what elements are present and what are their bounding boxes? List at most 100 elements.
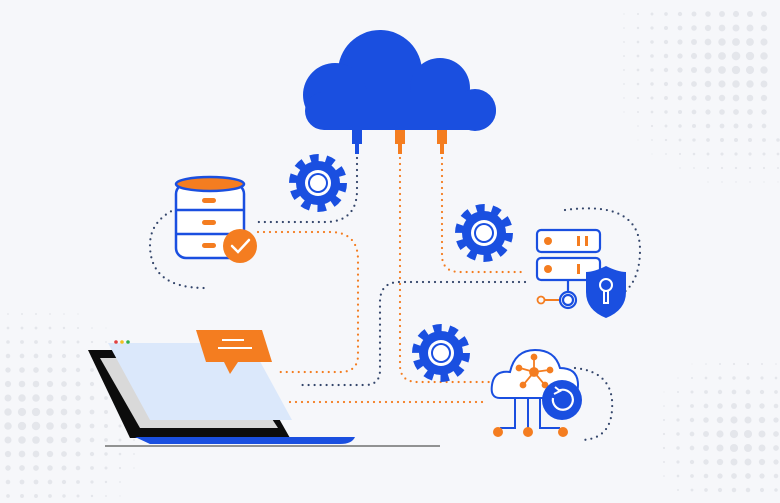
halftone-dot: [32, 436, 40, 444]
halftone-dot: [76, 340, 80, 344]
connector-navy: [256, 156, 359, 224]
halftone-dot: [75, 395, 81, 401]
gear-icon: [289, 154, 347, 212]
halftone-dot: [703, 417, 709, 423]
halftone-dot: [47, 353, 53, 359]
halftone-dot: [637, 139, 639, 141]
halftone-dot: [76, 326, 80, 330]
halftone-dot: [651, 139, 653, 141]
halftone-dot: [704, 488, 708, 492]
connector-navy: [298, 280, 527, 387]
halftone-dot: [90, 466, 94, 470]
connector-orange: [256, 230, 360, 374]
halftone-dot: [746, 80, 754, 88]
halftone-dot: [761, 123, 767, 129]
halftone-dot: [5, 367, 11, 373]
halftone-dot: [62, 326, 66, 330]
halftone-dot: [734, 152, 738, 156]
halftone-dot: [747, 109, 753, 115]
halftone-dot: [758, 430, 766, 438]
halftone-dot: [623, 111, 625, 113]
halftone-dot: [693, 167, 695, 169]
halftone-dot: [746, 38, 754, 46]
halftone-dot: [703, 431, 709, 437]
halftone-dot: [760, 66, 768, 74]
halftone-dot: [4, 450, 12, 458]
halftone-dot: [763, 181, 765, 183]
halftone-dot: [90, 494, 94, 498]
halftone-dot: [4, 436, 12, 444]
halftone-dot: [746, 94, 754, 102]
halftone-dot: [49, 313, 51, 315]
halftone-dot: [105, 495, 107, 497]
halftone-dot: [758, 444, 766, 452]
halftone-dot: [690, 52, 698, 60]
halftone-dot: [91, 327, 93, 329]
halftone-dot: [760, 52, 768, 60]
halftone-dot: [636, 54, 640, 58]
halftone-dot: [61, 479, 67, 485]
halftone-dot: [690, 390, 694, 394]
halftone-dot: [104, 480, 108, 484]
halftone-dot: [104, 452, 108, 456]
halftone-dot: [47, 479, 53, 485]
halftone-dot: [676, 460, 680, 464]
halftone-dot: [761, 109, 767, 115]
halftone-dot: [21, 313, 23, 315]
halftone-dot: [75, 409, 81, 415]
halftone-dot: [692, 138, 696, 142]
halftone-dot: [636, 68, 640, 72]
halftone-dot: [637, 111, 639, 113]
halftone-dot: [104, 424, 108, 428]
halftone-dot: [776, 138, 780, 142]
server-icon: [535, 228, 602, 310]
halftone-dot: [733, 123, 739, 129]
halftone-dot: [746, 10, 754, 18]
refresh-icon: [542, 380, 582, 420]
halftone-dot: [758, 416, 766, 424]
halftone-dot: [760, 94, 768, 102]
halftone-dot: [703, 459, 709, 465]
halftone-dot: [6, 494, 10, 498]
halftone-dot: [46, 408, 54, 416]
halftone-dot: [17, 421, 27, 431]
halftone-dot: [676, 432, 680, 436]
halftone-dot: [777, 167, 779, 169]
halftone-dot: [716, 458, 724, 466]
halftone-dot: [34, 340, 38, 344]
halftone-dot: [677, 39, 683, 45]
connectors: [148, 156, 642, 442]
check-icon: [223, 229, 257, 263]
halftone-dot: [34, 494, 38, 498]
halftone-dot: [678, 138, 682, 142]
halftone-dot: [62, 340, 66, 344]
halftone-dot: [679, 167, 681, 169]
halftone-dot: [46, 450, 54, 458]
halftone-dot: [703, 473, 709, 479]
halftone-dot: [677, 25, 683, 31]
halftone-dot: [46, 436, 54, 444]
halftone-dot: [704, 52, 712, 60]
halftone-dot: [747, 137, 753, 143]
halftone-dot: [734, 166, 738, 170]
halftone-dot: [731, 65, 741, 75]
halftone-dot: [719, 123, 725, 129]
halftone-dot: [729, 443, 739, 453]
halftone-dot: [662, 446, 666, 450]
halftone-dot: [31, 407, 41, 417]
halftone-dot: [650, 124, 654, 128]
halftone-dot: [720, 166, 724, 170]
halftone-dot: [5, 479, 11, 485]
halftone-dot: [77, 313, 79, 315]
server-lights: [536, 236, 588, 305]
halftone-dot: [650, 110, 654, 114]
halftone-dot: [17, 407, 27, 417]
halftone-dot: [663, 461, 665, 463]
halftone-dot: [18, 394, 26, 402]
halftone-dot: [704, 66, 712, 74]
chat-bubble-icon: [196, 330, 272, 374]
halftone-dot: [60, 436, 68, 444]
halftone-dot: [650, 12, 654, 16]
halftone-dot: [133, 467, 135, 469]
